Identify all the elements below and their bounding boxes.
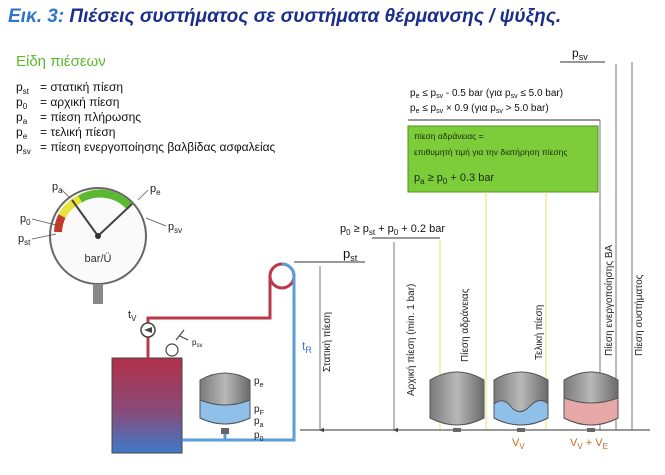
- inertia-pressure-box: πίεση αδράνειας = επιθυμητή τιμή για την…: [407, 125, 599, 193]
- vessel-full-fill: [563, 397, 619, 426]
- green-box-formula: pa ≥ p0 + 0.3 bar: [414, 172, 494, 186]
- gauge-hub: [95, 233, 101, 239]
- gauge-leader-pst: [31, 233, 57, 240]
- gauge-label-p0: p0: [20, 213, 31, 227]
- vessel-water: [493, 371, 549, 432]
- pe-rule-2: pe ≤ psv × 0.9 (για psv > 5.0 bar): [410, 103, 549, 115]
- green-box-line2: επιθυμητή τιμή για την διατήρηση πίεσης: [414, 147, 567, 157]
- gauge-yellow-zone: [58, 195, 82, 219]
- vlabel-activation: Πίεση ενεργοποίησης ΒΑ: [603, 244, 615, 356]
- pressure-gauge: bar/Ü pa pe p0 pst psv: [18, 181, 182, 304]
- legend-item-sv: psv= πίεση ενεργοποίησης βαλβίδας ασφαλε…: [16, 140, 276, 156]
- gauge-needle-pe: [97, 203, 133, 237]
- gauge-leader-pe: [137, 189, 149, 201]
- vlabel-initial: Αρχική πίεση (min. 1 bar): [405, 284, 417, 396]
- pipe-loop-blue: [281, 262, 296, 277]
- psv-label: psv: [572, 46, 588, 62]
- figure-caption: Πιέσεις συστήματος σε συστήματα θέρμανση…: [64, 6, 562, 27]
- gauge-label-pe: pe: [150, 183, 161, 197]
- label-pe-system: pe: [254, 376, 264, 389]
- green-box: [407, 125, 599, 193]
- gauge-label-psv: psv: [168, 221, 182, 235]
- pe-rule-1: pe ≤ psv - 0.5 bar (για psv ≤ 5.0 bar): [410, 88, 563, 100]
- gauge-needle-pa: [71, 199, 99, 237]
- vessel-empty-body: [429, 371, 485, 426]
- pump-arrow: [144, 327, 152, 333]
- pst-label: pst: [343, 246, 358, 263]
- gauge-red-zone: [54, 214, 66, 233]
- supply-pipe: [146, 275, 272, 358]
- vessel-empty: [429, 371, 485, 432]
- label-psv-system: psv: [192, 338, 202, 349]
- vlabel-static: Στατική πίεση: [321, 312, 333, 372]
- vessel-full: [563, 371, 619, 432]
- vlabel-inertia: Πίεση αδράνειας: [459, 288, 471, 362]
- expansion-vessels: VV VV + VE: [429, 371, 619, 451]
- boiler-tank: [111, 357, 183, 454]
- figure-title: Εικ. 3: Πιέσεις συστήματος σε συστήματα …: [8, 6, 561, 28]
- system-vessel-water: [199, 399, 251, 425]
- label-vv: VV: [512, 437, 525, 451]
- safety-valve: [175, 329, 189, 341]
- label-pf-system: pF: [254, 404, 264, 417]
- gauge-stem: [93, 284, 103, 304]
- gauge-leader-pa: [59, 187, 71, 199]
- system-vessel: [199, 372, 251, 434]
- vessel-full-valve: [587, 428, 595, 432]
- heating-system: tV tR psv pe pF pa p0: [111, 262, 312, 454]
- legend-item-e: pe= τελική πίεση: [16, 125, 115, 141]
- pressure-gauge-small: [165, 343, 179, 357]
- p0-rule: p0 ≥ pst + p0 + 0.2 bar: [340, 223, 445, 237]
- vessel-water-fill: [493, 400, 549, 426]
- gauge-green-zone: [77, 189, 133, 210]
- vessel-water-valve: [517, 428, 525, 432]
- legend-heading: Είδη πιέσεων: [16, 53, 106, 70]
- vertical-labels: Στατική πίεση Αρχική πίεση (min. 1 bar) …: [321, 244, 645, 396]
- legend-item-st: pst= στατική πίεση: [16, 80, 123, 96]
- legend-item-0: p0= αρχική πίεση: [16, 95, 119, 111]
- vessel-empty-valve: [453, 428, 461, 432]
- label-tr: tR: [302, 339, 312, 355]
- system-vessel-valve: [221, 428, 229, 434]
- vlabel-system: Πίεση συστήματος: [633, 274, 645, 356]
- gauge-leader-psv: [145, 217, 167, 227]
- vlabel-final: Τελική πίεση: [533, 305, 545, 360]
- return-pipe: [182, 276, 296, 442]
- gauge-label-pa: pa: [52, 181, 63, 195]
- label-pa-system: pa: [254, 416, 264, 429]
- figure-number: Εικ. 3:: [8, 6, 65, 27]
- label-tv: tV: [128, 309, 137, 323]
- gauge-label-pst: pst: [18, 233, 31, 247]
- gauge-leader-p0: [31, 218, 57, 226]
- label-vv-ve: VV + VE: [570, 437, 608, 451]
- legend-item-a: pa= πίεση πλήρωσης: [16, 110, 141, 126]
- green-box-line1: πίεση αδράνειας =: [414, 131, 484, 141]
- gauge-unit: bar/Ü: [85, 253, 112, 265]
- label-p0-system: p0: [254, 430, 264, 443]
